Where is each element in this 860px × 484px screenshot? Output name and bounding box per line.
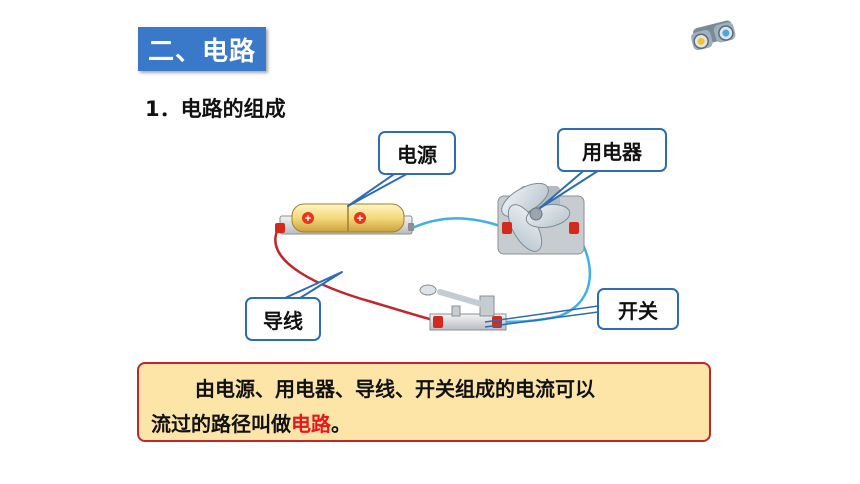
definition-term: 电路 [291,412,331,436]
callout-pointer-switch-a [484,305,599,323]
callout-pointer-source [347,169,415,207]
callout-pointer-wire [284,271,343,299]
svg-text:+: + [357,213,363,225]
label-appliance: 用电器 [557,128,667,172]
subsection-heading: 1．电路的组成 [145,97,286,121]
callout-pointer-switch-b [484,311,599,328]
definition-text-2: 流过的路径叫做 [151,412,291,436]
battery-icon: + + [275,203,414,235]
fan-icon [497,182,585,255]
knife-switch-icon [419,284,507,331]
definition-text-1: 由电源、用电器、导线、开关组成的电流可以 [195,377,595,401]
definition-line-1: 由电源、用电器、导线、开关组成的电流可以 [151,372,697,407]
binoculars-icon [691,20,736,51]
definition-box: 由电源、用电器、导线、开关组成的电流可以 流过的路径叫做电路。 [137,362,711,442]
svg-text:+: + [305,213,311,225]
red-wire [274,228,441,324]
label-wire: 导线 [245,297,321,341]
definition-line-2: 流过的路径叫做电路。 [151,407,697,442]
label-switch: 开关 [597,288,679,330]
blue-wire-right [494,229,592,324]
definition-period: 。 [331,412,351,436]
blue-wire-top [409,217,507,231]
section-title: 二、电路 [138,27,266,71]
label-power-source: 电源 [378,131,456,175]
